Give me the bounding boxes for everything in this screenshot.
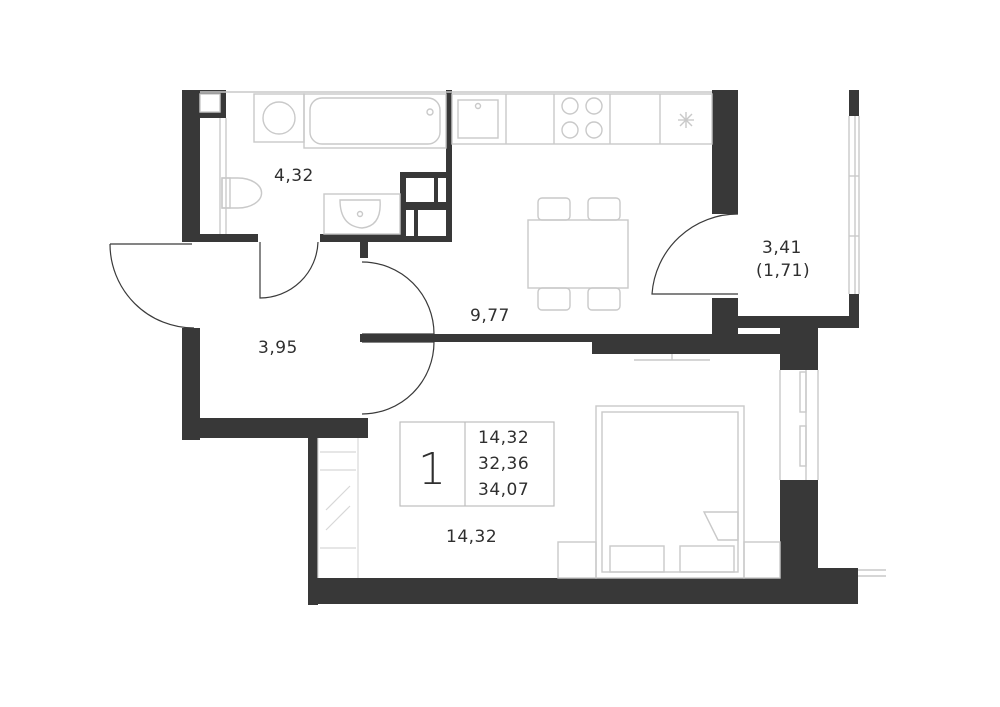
rooms-count: 1: [418, 444, 446, 495]
outline: [200, 91, 886, 578]
chair-4: [587, 287, 621, 311]
room-labels: 4,32 9,77 3,95 14,32 3,41 (1,71): [258, 166, 810, 547]
bathroom-area: 4,32: [274, 166, 314, 186]
bathroom-fixtures: [199, 93, 447, 235]
wall-divider-thick: [592, 334, 780, 354]
chair-3: [537, 287, 571, 311]
total-area: 32,36: [478, 454, 529, 474]
balcony-reduced-area: (1,71): [756, 261, 810, 281]
fridge-snow-icon: [678, 112, 694, 128]
shaft-void-3: [418, 210, 446, 236]
summary-box: 1 14,32 32,36 34,07: [399, 421, 555, 507]
wall-right-mid: [780, 328, 818, 370]
nightstand-right: [743, 541, 781, 579]
wall-left-lower: [182, 328, 200, 440]
shaft-void-1: [406, 178, 434, 202]
wall-hall-bottom: [182, 418, 368, 438]
nightstand-left: [557, 541, 597, 579]
balcony-area: 3,41: [762, 238, 802, 258]
wall-bath-kitchen: [446, 90, 452, 242]
shaft-small: [199, 93, 221, 113]
wall-left-upper: [182, 90, 200, 242]
bedroom-fixtures: [557, 354, 781, 579]
chair-2: [587, 197, 621, 221]
total-with-balcony: 34,07: [478, 480, 529, 500]
doors: [109, 213, 739, 415]
bathroom-door: [259, 241, 319, 299]
bedroom-door: [361, 341, 435, 415]
kitchen-door: [361, 261, 435, 335]
bathtub-icon: [303, 93, 447, 149]
blanket-fold: [702, 511, 739, 541]
toilet-icon: [221, 177, 263, 209]
kitchen-counter: [451, 93, 713, 145]
wall-bath-corner-v: [220, 90, 226, 118]
wall-stub: [360, 242, 368, 258]
bedroom-area: 14,32: [446, 527, 497, 547]
wall-balcony-bottom: [712, 316, 858, 328]
wall-balcony-bottom-right: [849, 294, 859, 328]
wall-bedroom-bottom: [308, 578, 858, 604]
shaft-void-2: [406, 210, 414, 236]
wall-right-corner: [816, 568, 858, 604]
wall-bedroom-left: [308, 425, 318, 605]
walls: [182, 90, 859, 605]
bed: [595, 405, 745, 579]
stove-burner-icon: [561, 97, 579, 115]
balcony-door: [651, 213, 739, 295]
wall-balcony-top: [849, 90, 859, 116]
chair-1: [537, 197, 571, 221]
living-area: 14,32: [478, 428, 529, 448]
washing-machine-icon: [253, 93, 305, 143]
shaft-void-4: [438, 178, 446, 202]
wall-bath-bottom-left: [182, 234, 258, 242]
wall-right-lower: [780, 480, 818, 604]
dining-table: [527, 219, 629, 289]
pillow-2: [679, 545, 735, 573]
kitchen-sink-icon: [457, 99, 499, 139]
pillow-1: [609, 545, 665, 573]
hallway-area: 3,95: [258, 338, 298, 358]
wall-bath-bottom-right: [320, 234, 448, 242]
kitchen-fixtures: [451, 93, 713, 311]
wall-kitchen-right: [712, 90, 738, 214]
sink-icon: [323, 193, 401, 235]
kitchen-area: 9,77: [470, 306, 510, 326]
wall-divider-thin: [360, 334, 594, 342]
wall-bath-corner: [200, 112, 226, 118]
entrance-door: [109, 243, 195, 329]
